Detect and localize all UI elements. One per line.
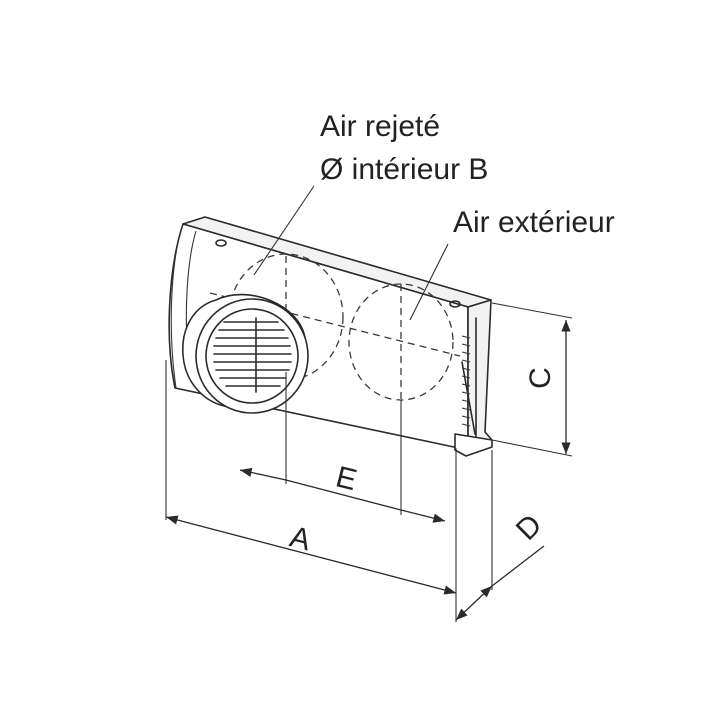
hidden-circle-exhaust <box>228 253 344 381</box>
dimension-a: A <box>165 515 457 595</box>
mounting-hole-right <box>449 300 461 308</box>
spigot-inner <box>205 308 299 404</box>
front-spigot <box>182 293 309 414</box>
spigot-rim <box>195 298 309 414</box>
dimension-e-label: E <box>333 460 360 497</box>
mounting-hole-left <box>215 239 227 247</box>
callout-outside-air: Air extérieur <box>453 206 615 239</box>
extension-lines <box>165 302 573 622</box>
dimension-d: D <box>455 508 549 621</box>
dimension-c-label: C <box>524 367 557 389</box>
vent-housing <box>168 216 493 457</box>
spigot-grille <box>213 317 292 393</box>
right-end-plate <box>467 299 493 453</box>
dimension-d-label: D <box>510 508 549 547</box>
dimension-c: C <box>524 320 571 454</box>
callout-exhaust-air: Air rejeté <box>320 110 441 143</box>
dimension-e: E <box>239 460 446 523</box>
left-cheek <box>170 223 184 389</box>
dimension-a-label: A <box>287 520 314 557</box>
callout-inner-diameter: Ø intérieur B <box>320 153 489 186</box>
leader-exhaust-air <box>253 185 315 276</box>
bottom-ledge <box>454 433 493 457</box>
side-grille <box>461 335 471 427</box>
leader-outside-air <box>409 243 449 321</box>
